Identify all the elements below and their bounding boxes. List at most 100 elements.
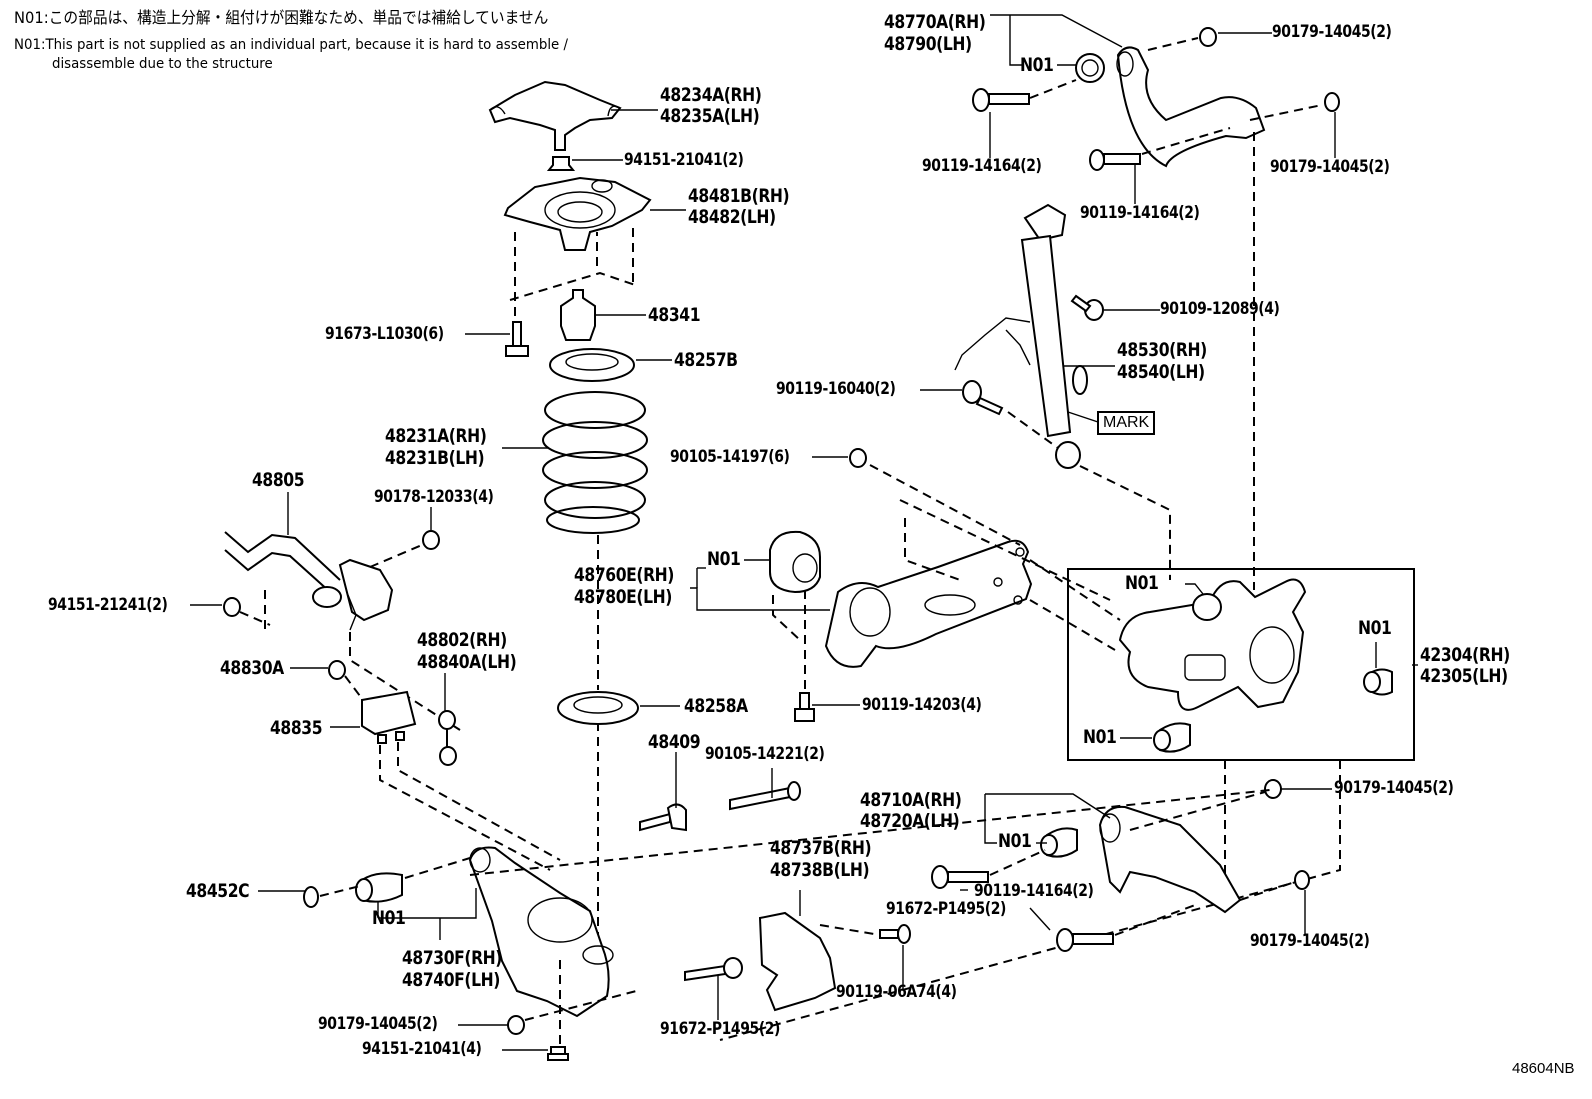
bolt-48409: [639, 803, 687, 832]
bolt-90119-14203: [794, 692, 815, 722]
part-label-48540[interactable]: 48540(LH): [1117, 361, 1205, 383]
part-label-48257B[interactable]: 48257B: [674, 349, 738, 371]
upper-spring-insulator: [549, 348, 635, 382]
part-label-90109-12089[interactable]: 90109-12089(4): [1160, 299, 1280, 319]
part-label-48234A[interactable]: 48234A(RH): [660, 84, 762, 106]
part-label-48740F[interactable]: 48740F(LH): [402, 969, 500, 991]
part-label-48710A[interactable]: 48710A(RH): [860, 789, 962, 811]
nut-90178: [422, 530, 440, 550]
bushing-n01-upper-arm: [1075, 53, 1105, 83]
part-label-48802[interactable]: 48802(RH): [417, 629, 507, 651]
n01-label-knuckle-bottom[interactable]: N01: [1083, 726, 1117, 748]
bolt-90109: [1070, 294, 1104, 321]
part-label-48482[interactable]: 48482(LH): [688, 206, 776, 228]
part-label-48737B[interactable]: 48737B(RH): [770, 837, 872, 859]
bolt-90119-left: [972, 88, 1030, 112]
part-label-91672-P1495-left[interactable]: 91672-P1495(2): [660, 1019, 781, 1039]
n01-label-knuckle-right[interactable]: N01: [1358, 617, 1392, 639]
part-label-42304[interactable]: 42304(RH): [1420, 644, 1510, 666]
part-label-48840A[interactable]: 48840A(LH): [417, 651, 517, 673]
bushing-bracket-48835: [361, 690, 417, 744]
bolt-90119-14164-lower: [931, 865, 989, 889]
lower-arm-48760E: [824, 539, 1033, 668]
part-label-90179-14045-lower-left[interactable]: 90179-14045(2): [318, 1014, 438, 1034]
part-label-90119-14203[interactable]: 90119-14203(4): [862, 695, 982, 715]
part-label-48835[interactable]: 48835: [270, 717, 323, 739]
part-label-48452C[interactable]: 48452C: [186, 880, 250, 902]
part-label-48720A[interactable]: 48720A(LH): [860, 810, 960, 832]
bushing-48760E: [769, 530, 821, 594]
bolt-91673: [505, 321, 529, 357]
part-label-91673-L1030[interactable]: 91673-L1030(6): [325, 324, 444, 344]
part-label-48530[interactable]: 48530(RH): [1117, 339, 1207, 361]
part-label-90119-14164-mid[interactable]: 90119-14164(2): [1080, 203, 1200, 223]
bushing-n01-knuckle-right: [1363, 668, 1393, 696]
bushing-n01-knuckle-top: [1192, 593, 1222, 621]
mark-callout: MARK: [1097, 411, 1156, 435]
part-label-48341[interactable]: 48341: [648, 304, 701, 326]
part-label-48760E[interactable]: 48760E(RH): [574, 564, 675, 586]
note-n01-english-line2: disassemble due to the structure: [52, 56, 273, 72]
n01-label-knuckle-top[interactable]: N01: [1125, 572, 1159, 594]
rear-axle-carrier: [1118, 578, 1307, 711]
part-label-94151-21041-4[interactable]: 94151-21041(4): [362, 1039, 482, 1059]
part-label-94151-21041-2[interactable]: 94151-21041(2): [624, 150, 744, 170]
nut-90179-right: [1324, 92, 1340, 112]
upper-support-cover: [488, 80, 622, 151]
nut-94151: [546, 156, 576, 171]
part-label-48231B[interactable]: 48231B(LH): [385, 447, 485, 469]
part-label-94151-21241[interactable]: 94151-21241(2): [48, 595, 168, 615]
shock-absorber: [954, 203, 1088, 469]
part-label-90105-14197[interactable]: 90105-14197(6): [670, 447, 790, 467]
part-label-90119-14164-lower[interactable]: 90119-14164(2): [974, 881, 1094, 901]
part-label-90179-14045-48710-bottom[interactable]: 90179-14045(2): [1250, 931, 1370, 951]
lower-arm-48710A: [1098, 805, 1242, 914]
part-label-48790[interactable]: 48790(LH): [884, 33, 972, 55]
part-label-48235A[interactable]: 48235A(LH): [660, 105, 760, 127]
note-n01-english-line1: N01:This part is not supplied as an indi…: [14, 37, 568, 53]
bolt-91672-right: [1056, 928, 1114, 952]
bracket-48737B: [758, 911, 837, 1012]
part-label-48409[interactable]: 48409: [648, 731, 701, 753]
part-label-42305[interactable]: 42305(LH): [1420, 665, 1508, 687]
part-label-48481B[interactable]: 48481B(RH): [688, 185, 790, 207]
n01-label-upper-arm[interactable]: N01: [1020, 54, 1054, 76]
nut-90179-48710-top: [1264, 779, 1282, 799]
nut-90179-lower-left: [507, 1015, 525, 1035]
bolt-90119-16040: [962, 380, 1004, 416]
coil-spring: [542, 391, 648, 534]
part-label-48805[interactable]: 48805: [252, 469, 305, 491]
bolt-90119-mid: [1089, 149, 1141, 171]
stabilizer-bracket: [338, 558, 394, 631]
nut-90179-top: [1199, 27, 1217, 47]
part-label-90105-14221[interactable]: 90105-14221(2): [705, 744, 825, 764]
part-label-90179-14045-48710-top[interactable]: 90179-14045(2): [1334, 778, 1454, 798]
upper-control-arm: [1116, 46, 1266, 168]
nut-94151-21241: [223, 597, 241, 617]
part-label-48780E[interactable]: 48780E(LH): [574, 586, 672, 608]
part-label-90119-14164-left[interactable]: 90119-14164(2): [922, 156, 1042, 176]
part-label-48770A[interactable]: 48770A(RH): [884, 11, 986, 33]
part-label-48258A[interactable]: 48258A: [684, 695, 748, 717]
part-label-91672-P1495-right[interactable]: 91672-P1495(2): [886, 899, 1007, 919]
stabilizer-link: [438, 710, 457, 766]
part-label-90179-14045-right[interactable]: 90179-14045(2): [1270, 157, 1390, 177]
lower-control-arm-48730F: [468, 846, 614, 1018]
nut-90179-48710-bottom: [1294, 870, 1310, 890]
part-label-90178-12033[interactable]: 90178-12033(4): [374, 487, 494, 507]
figure-id: 48604NB: [1512, 1060, 1575, 1077]
part-label-48730F[interactable]: 48730F(RH): [402, 947, 503, 969]
part-label-90119-16040[interactable]: 90119-16040(2): [776, 379, 896, 399]
part-label-48231A[interactable]: 48231A(RH): [385, 425, 487, 447]
bolt-90119-06A74: [879, 924, 911, 944]
part-label-48738B[interactable]: 48738B(LH): [770, 859, 870, 881]
part-label-90179-14045-top[interactable]: 90179-14045(2): [1272, 22, 1392, 42]
n01-label-48730F[interactable]: N01: [372, 907, 406, 929]
n01-label-48760E[interactable]: N01: [707, 548, 741, 570]
note-n01-japanese: N01:この部品は、構造上分解・組付けが困難なため、単品では補給していません: [14, 8, 549, 27]
n01-label-48710A[interactable]: N01: [998, 830, 1032, 852]
part-label-90119-06A74[interactable]: 90119-06A74(4): [836, 982, 957, 1002]
part-label-48830A[interactable]: 48830A: [220, 657, 284, 679]
bushing-n01-knuckle-bottom: [1153, 722, 1191, 753]
